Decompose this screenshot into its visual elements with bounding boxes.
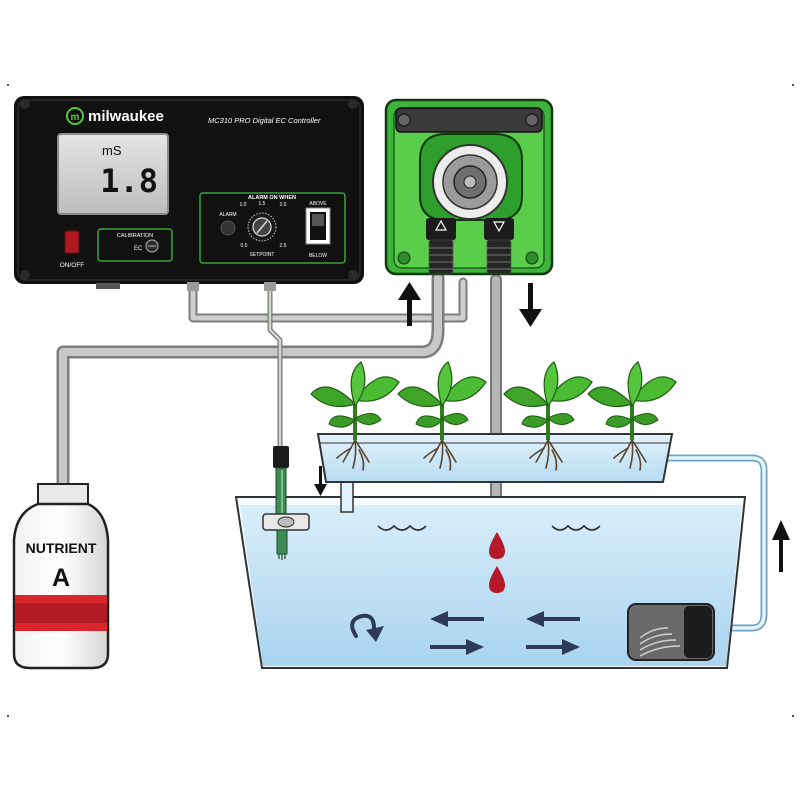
power-label: ON/OFF — [60, 262, 85, 269]
bottle-label-line2: A — [52, 564, 70, 592]
ec-probe — [262, 446, 310, 560]
up-arrow-icon — [398, 282, 421, 326]
tubing — [56, 271, 768, 632]
lcd-reading: 1.8 — [100, 162, 158, 200]
alarm-led — [220, 220, 236, 236]
nutrient-drop-icon — [489, 566, 505, 593]
reservoir-tank — [234, 496, 747, 669]
inlet-arrow-icon — [434, 219, 448, 231]
plant — [587, 361, 677, 471]
wave-icon — [377, 524, 427, 531]
controller-connector — [96, 283, 120, 289]
lcd-unit: mS — [102, 143, 122, 158]
brand-name: milwaukee — [88, 108, 164, 125]
pump-outlet-connector — [484, 218, 514, 240]
screw-icon — [20, 270, 30, 280]
corner-marks — [7, 84, 794, 717]
relay-cord-gland — [187, 282, 199, 291]
screw-icon — [20, 99, 30, 109]
plant — [503, 361, 593, 471]
outlet-arrow-icon — [492, 221, 506, 233]
circulation-pump — [627, 603, 715, 661]
down-arrow-icon — [314, 466, 327, 496]
flow-right-arrow-icon — [526, 639, 580, 655]
brand-logo-letter: m — [71, 112, 80, 123]
flow-right-arrow-icon — [430, 639, 484, 655]
bottle-label-line1: NUTRIENT — [26, 540, 97, 556]
screw-icon — [397, 251, 411, 265]
alarm-on-when-label: ALARM ON WHEN — [248, 195, 296, 201]
peristaltic-dosing-pump — [384, 98, 554, 276]
screw-icon — [348, 99, 358, 109]
ec-label: EC — [134, 246, 143, 252]
setpoint-dial[interactable] — [247, 212, 277, 242]
power-switch[interactable] — [64, 230, 80, 254]
screw-icon — [525, 251, 539, 265]
nutrient-drop-icon — [489, 532, 505, 559]
plant — [310, 361, 400, 471]
plant — [397, 361, 487, 471]
screw-icon — [525, 113, 539, 127]
model-label: MC310 PRO Digital EC Controller — [208, 116, 321, 125]
above-label: ABOVE — [309, 201, 327, 207]
screw-icon — [397, 113, 411, 127]
dial-tick: 1.0 — [240, 202, 247, 208]
grow-trough — [316, 433, 674, 513]
screw-icon — [348, 270, 358, 280]
setpoint-label: SETPOINT — [249, 252, 274, 258]
down-arrow-icon — [519, 283, 542, 327]
flow-left-arrow-icon — [526, 611, 580, 627]
pump-inlet-connector — [426, 218, 456, 240]
bottle-cap — [37, 483, 89, 505]
pump-top-cover — [395, 107, 543, 133]
brand-logo-icon — [66, 107, 84, 125]
alarm-setpoint-panel — [199, 192, 346, 264]
below-label: BELOW — [309, 253, 327, 259]
drain-pipe — [340, 481, 354, 513]
calibration-panel — [97, 228, 173, 262]
plants — [310, 361, 677, 471]
lcd-display — [57, 133, 169, 215]
dial-tick: 2.5 — [280, 243, 287, 249]
wave-icon — [551, 524, 601, 531]
dial-tick: 2.0 — [280, 202, 287, 208]
probe-cable-gland — [264, 282, 276, 291]
alarm-label: ALARM — [219, 212, 236, 218]
up-arrow-icon — [772, 520, 790, 572]
flow-left-arrow-icon — [430, 611, 484, 627]
nutrient-bottle: NUTRIENT A — [12, 483, 110, 670]
dial-tick: 0.5 — [241, 243, 248, 249]
circulation-arrow-icon — [350, 613, 384, 642]
ec-controller: m milwaukee MC310 PRO Digital EC Control… — [14, 96, 364, 291]
calibration-label: CALIBRATION — [117, 233, 153, 239]
dial-tick: 1.5 — [259, 201, 266, 207]
